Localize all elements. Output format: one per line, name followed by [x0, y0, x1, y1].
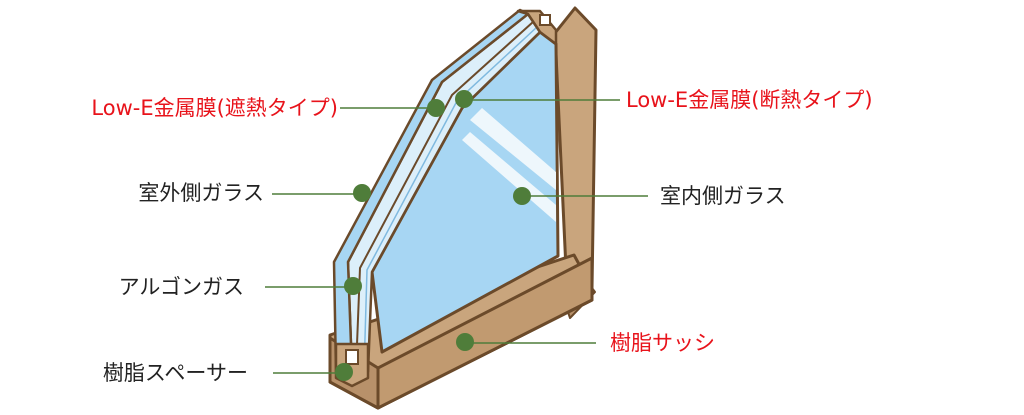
resin-spacer-slot — [345, 349, 359, 365]
marker-dot-argon-gas — [344, 277, 362, 295]
marker-dot-lowe-insulation — [455, 90, 473, 108]
label-outer-glass: 室外側ガラス — [138, 181, 264, 205]
label-argon-gas: アルゴンガス — [118, 275, 244, 299]
pane-gap-line-2 — [363, 26, 538, 373]
label-resin-sash: 樹脂サッシ — [610, 331, 715, 355]
glass-glare-stripe-1 — [470, 108, 556, 190]
marker-dot-resin-sash — [456, 333, 474, 351]
marker-dot-inner-glass — [513, 187, 531, 205]
marker-dot-lowe-heat-shield — [427, 99, 445, 117]
marker-dot-outer-glass — [353, 184, 371, 202]
top-spacer-slot — [539, 14, 551, 26]
pane-gap-line-1 — [355, 21, 534, 371]
label-lowe-insulation: Low-E金属膜(断熱タイプ) — [626, 88, 873, 112]
label-resin-spacer: 樹脂スペーサー — [102, 361, 248, 385]
label-lowe-heat-shield: Low-E金属膜(遮熱タイプ) — [91, 96, 338, 120]
marker-dot-resin-spacer — [335, 363, 353, 381]
label-inner-glass: 室内側ガラス — [660, 184, 786, 208]
glass-glare-stripe-2 — [462, 132, 556, 222]
